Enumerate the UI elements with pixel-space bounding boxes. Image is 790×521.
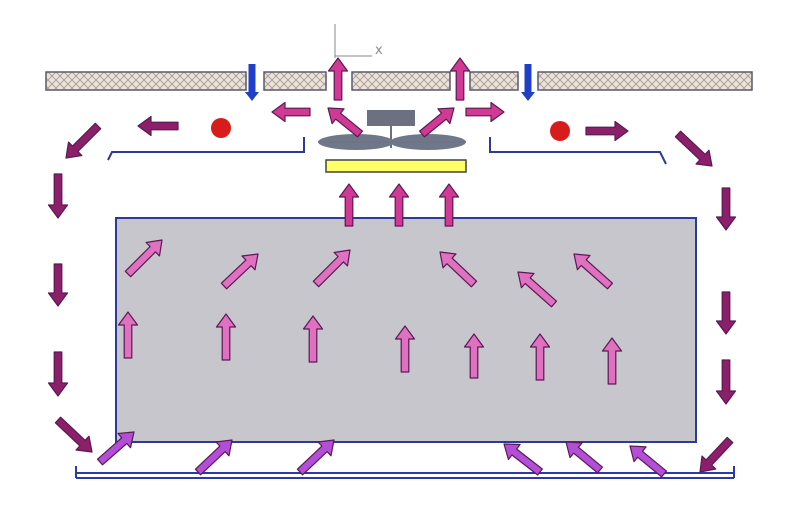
airflow-arrow [439,251,478,288]
airflow-arrow [565,441,604,474]
airflow-arrow [302,315,324,363]
airflow-arrow [394,325,416,373]
airflow-arrow [585,120,629,142]
airflow-arrow [503,443,543,476]
airflow-arrow [327,57,349,101]
airflow-arrow [529,333,551,381]
red-dot-left [211,118,231,138]
inlet-arrowhead [521,92,535,101]
ceiling-panel [45,71,753,91]
airflow-arrow [419,107,455,138]
airflow-arrows [47,57,737,478]
airflow-arrow [338,183,360,227]
airflow-arrow [220,253,259,290]
axis-indicator: x [334,24,383,58]
ceiling-segment [469,71,519,91]
airflow-arrow [312,249,351,288]
heater-bar [325,159,467,173]
airflow-arrow [517,271,558,308]
red-dot-right [550,121,570,141]
airflow-arrow [438,183,460,227]
airflow-arrow [715,187,737,231]
airflow-arrow [449,57,471,101]
ceiling-segment [537,71,753,91]
airflow-arrow [465,101,505,123]
airflow-arrow [215,313,237,361]
airflow-arrow [715,359,737,405]
fan-motor [367,110,415,126]
airflow-arrow [47,173,69,219]
airflow-arrow [715,291,737,335]
floor-line [75,466,735,479]
inlet-arrowhead [245,92,259,101]
airflow-arrow [271,101,311,123]
airflow-arrow [573,253,614,290]
airflow-arrow [65,122,102,159]
airflow-arrow [54,416,93,453]
airflow-arrow [296,439,335,476]
airflow-arrow [629,445,668,478]
airflow-arrow [388,183,410,227]
airflow-arrow [463,333,485,379]
airflow-arrow [674,130,713,167]
airflow-arrow [327,107,363,138]
inlet-markers [245,64,535,101]
airflow-arrow [194,439,233,476]
airflow-arrow [601,337,623,385]
airflow-arrow [47,263,69,307]
airflow-arrow [47,351,69,397]
airflow-arrow [124,239,163,278]
inlet-bar [248,64,256,94]
axis-x-label: x [375,43,383,58]
duct-left-line [107,137,305,161]
ceiling-segment [351,71,451,91]
ceiling-segment [263,71,327,91]
airflow-arrow [137,115,179,137]
airflow-arrow [117,311,139,359]
duct-right-line [489,137,667,165]
fan-icon [318,110,466,150]
airflow-arrow [96,431,135,466]
airflow-arrow [699,436,734,473]
inlet-bar [524,64,532,94]
ceiling-segment [45,71,247,91]
